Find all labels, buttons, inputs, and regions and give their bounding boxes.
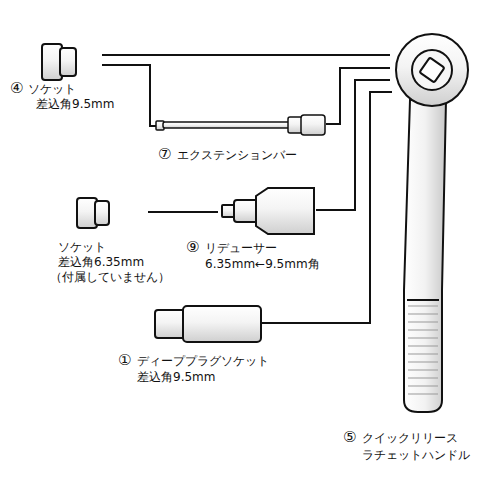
grip-line [408,378,438,379]
part-name: ラチェットハンドル [362,448,470,462]
callout-number: ① [118,353,131,368]
grip-line [408,394,438,395]
extension-bar [156,115,325,135]
grip-line [408,338,438,339]
spec-text: 差込角9.5mm [36,97,114,111]
part-name: エクステンションバー [177,148,297,162]
callout-number: ④ [10,81,23,96]
spec-text: 差込角6.35mm [58,255,144,269]
socket-9-5 [42,44,76,80]
grip-line [408,362,438,363]
part-name: クイックリリース [362,431,458,445]
callout-number: ⑨ [186,240,199,255]
grip-line [408,386,438,387]
grip-line [408,370,438,371]
socket-6-35 [77,198,109,228]
callout-number: ⑦ [158,147,171,162]
part-name: リデューサー [205,241,277,255]
grip-line [408,306,438,307]
grip-line [408,322,438,323]
grip-line [408,354,438,355]
note-text: （付属していません） [50,270,170,284]
grip-line [408,330,438,331]
callout-number: ⑤ [343,430,356,445]
grip-line [408,314,438,315]
part-name: ソケット [28,82,76,96]
deep-plug-socket [155,306,261,342]
grip-line [408,346,438,347]
ratchet-handle [396,34,468,412]
part-name: ソケット [58,240,106,254]
reducer [222,188,314,234]
spec-text: 差込角9.5mm [137,370,215,384]
spec-text: 6.35mm←9.5mm角 [205,257,320,271]
part-name: ディーププラグソケット [137,354,269,368]
